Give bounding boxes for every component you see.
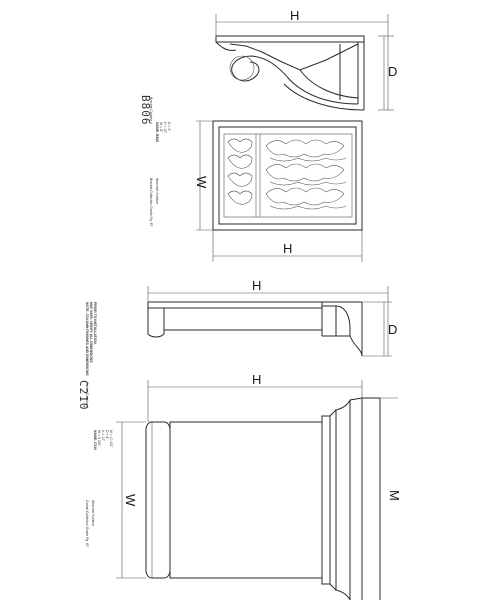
c210-note-general-2: MAY VARY. VERIFY ALL DIMENSIONS — [89, 302, 93, 363]
c210-h-side-label: H — [252, 278, 261, 293]
c210-notes-right: Corbel Collection Grade Pg. 87 Attached … — [85, 500, 95, 547]
b806-front-view — [212, 120, 363, 231]
b806-note-h: H = 10" — [163, 122, 167, 134]
c210-note-d: D = 4" — [105, 430, 109, 440]
c210-front-dimensions: H W M — [116, 372, 402, 579]
c210-notes-left: Corbel Catalog # NAME: C210 W = 9 3/4" H… — [85, 382, 113, 450]
c210-code: C210 — [77, 380, 90, 411]
b806-d-side-label: D — [388, 64, 397, 79]
b806-code: B806 — [139, 95, 152, 126]
c210-note-w: W = 9 3/4" — [97, 430, 101, 447]
c210-h-front-label: H — [252, 372, 261, 387]
c210-general-note: NOTE: COLUMN FINISHES AND DIMENSIONS MAY… — [85, 302, 97, 376]
c210-side-view — [147, 301, 363, 357]
b806-note-catalog: Bracket Catalog # — [149, 97, 153, 124]
b806-side-dimensions: H D — [215, 8, 397, 111]
c210-note-name: NAME: C210 — [93, 430, 97, 450]
b806-note-w: W = 8" — [159, 122, 163, 133]
c210-note-collection: Corbel Collection Grade Pg. 87 — [85, 500, 89, 547]
c210-note-general-3: PRIOR TO INSTALLATION. — [93, 302, 97, 345]
b806-front-dimensions: W H — [194, 120, 363, 262]
b806-notes-right: Bracket Collection Grade Pg. 87 Attached… — [149, 178, 159, 227]
c210-m-front-label: M — [387, 490, 402, 501]
b806-note-collection: Bracket Collection Grade Pg. 87 — [149, 178, 153, 227]
b806-note-d: D = 3" — [167, 122, 171, 132]
b806-side-view — [215, 35, 365, 111]
c210-note-h: H = 12" — [101, 430, 105, 442]
c210-front-view — [145, 397, 381, 600]
c210-d-side-label: D — [388, 322, 397, 337]
c210-note-catalog: Corbel Catalog # — [85, 382, 89, 408]
b806-w-front-label: W — [194, 176, 209, 189]
b806-note-name: NAME: B806 — [155, 122, 159, 142]
b806-note-attached: Attached Surface — [155, 178, 159, 204]
c210-side-dimensions: H D — [147, 278, 397, 357]
b806-h-side-label: H — [290, 8, 299, 23]
c210-note-m: M = 10 1/2" — [109, 430, 113, 448]
c210-note-general-1: NOTE: COLUMN FINISHES AND DIMENSIONS — [85, 302, 89, 376]
b806-notes-left: Bracket Catalog # NAME: B806 W = 8" H = … — [149, 97, 171, 142]
c210-w-front-label: W — [123, 494, 138, 507]
c210-note-attached: Attached Surface — [91, 500, 95, 526]
b806-h-front-label: H — [283, 241, 292, 256]
